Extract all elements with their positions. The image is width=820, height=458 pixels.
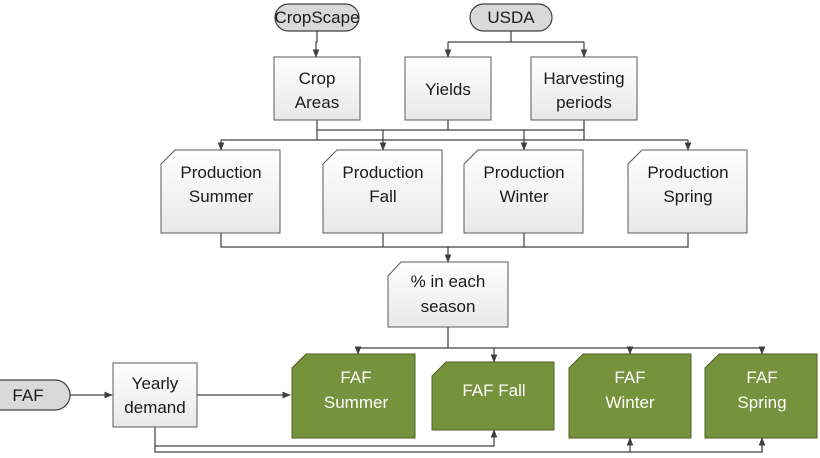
- yearly-demand-line2: demand: [124, 398, 185, 417]
- faf-summer-line1: FAF: [340, 368, 371, 387]
- edge-cropscape-croparea: [312, 31, 320, 58]
- season-share-box: % in each season: [387, 261, 509, 328]
- production-summer-line2: Summer: [189, 187, 254, 206]
- production-fall-line2: Fall: [369, 187, 396, 206]
- edge-demand-feed-fall: [154, 427, 498, 447]
- yearly-demand-line1: Yearly: [132, 374, 179, 393]
- edge-prod-collect: [220, 233, 689, 248]
- production-summer-line1: Production: [180, 163, 261, 182]
- production-spring-box: Production Spring: [627, 149, 748, 234]
- harvesting-line2: periods: [556, 93, 612, 112]
- production-spring-line1: Production: [647, 163, 728, 182]
- connectors: [70, 31, 766, 453]
- usda-label: USDA: [487, 8, 535, 27]
- harvesting-periods-box: Harvesting periods: [530, 56, 638, 121]
- faf-spring-line2: Spring: [737, 393, 786, 412]
- faf-summer-line2: Summer: [324, 393, 389, 412]
- yearly-demand-box: Yearly demand: [112, 362, 198, 428]
- crop-areas-line1: Crop: [299, 69, 336, 88]
- production-summer-box: Production Summer: [160, 149, 281, 234]
- harvesting-line1: Harvesting: [543, 69, 624, 88]
- cropscape-source: CropScape: [274, 3, 360, 32]
- faf-winter-box: FAF Winter: [568, 353, 692, 439]
- faf-source: FAF: [0, 379, 71, 411]
- faf-fall-box: FAF Fall: [431, 361, 555, 431]
- production-fall-box: Production Fall: [322, 149, 443, 234]
- edge-demand-feed-rest: [154, 438, 763, 453]
- faf-winter-line2: Winter: [605, 393, 654, 412]
- production-winter-box: Production Winter: [463, 149, 584, 234]
- production-winter-line2: Winter: [499, 187, 548, 206]
- crop-areas-box: Crop Areas: [273, 56, 361, 121]
- production-winter-line1: Production: [483, 163, 564, 182]
- crop-areas-line2: Areas: [295, 93, 339, 112]
- faf-spring-line1: FAF: [746, 368, 777, 387]
- production-spring-line2: Spring: [663, 187, 712, 206]
- cropscape-label: CropScape: [274, 8, 359, 27]
- faf-fall-label: FAF Fall: [462, 381, 525, 400]
- yields-label: Yields: [425, 80, 471, 99]
- season-share-line2: season: [421, 297, 476, 316]
- usda-source: USDA: [469, 3, 553, 32]
- faf-summer-box: FAF Summer: [291, 353, 416, 439]
- yields-box: Yields: [404, 56, 492, 121]
- production-fall-line1: Production: [342, 163, 423, 182]
- faf-spring-box: FAF Spring: [704, 353, 818, 439]
- faf-label: FAF: [12, 386, 43, 405]
- faf-winter-line1: FAF: [614, 368, 645, 387]
- season-share-line1: % in each: [411, 272, 486, 291]
